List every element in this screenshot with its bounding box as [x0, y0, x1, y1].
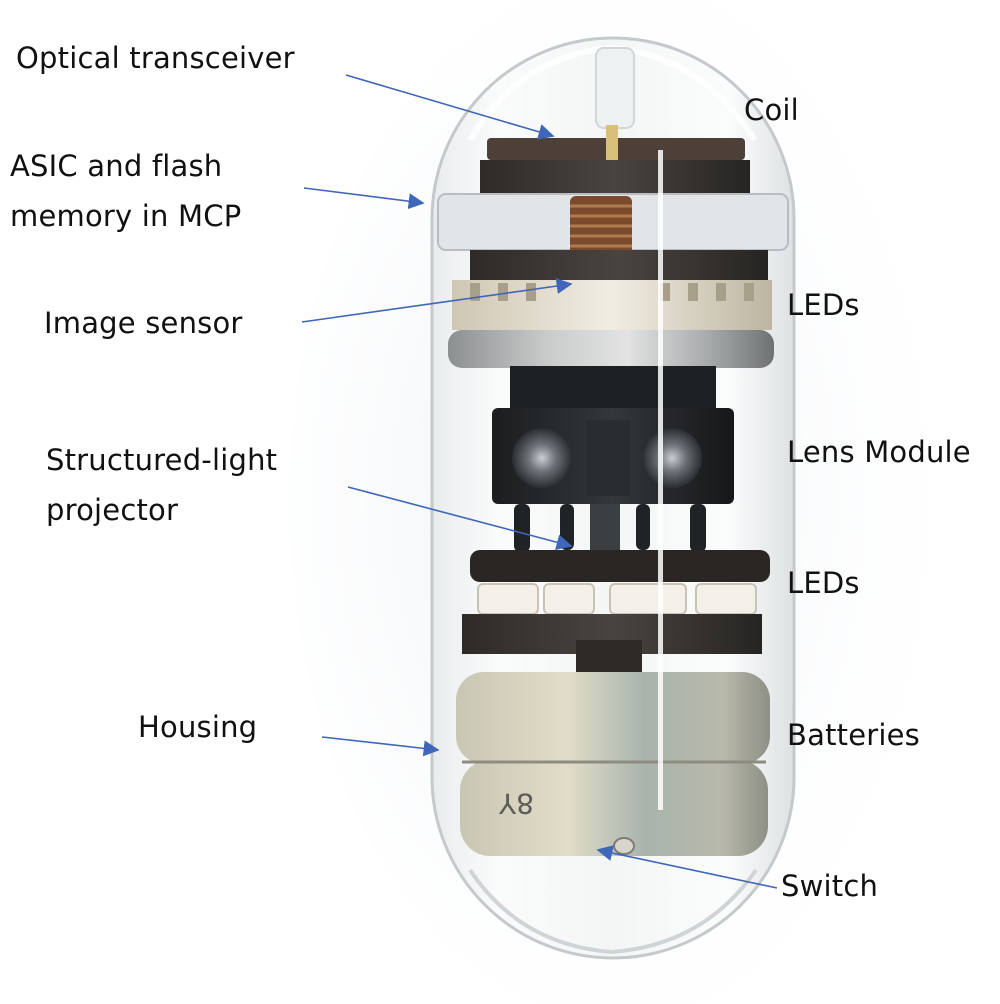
label-asic-line1: ASIC and flash: [10, 149, 223, 183]
label-asic-line2: memory in MCP: [10, 199, 242, 233]
label-optical-transceiver: Optical transceiver: [16, 41, 295, 75]
label-lens-module: Lens Module: [787, 435, 971, 469]
copper-coil: [570, 196, 632, 266]
label-image-sensor: Image sensor: [44, 306, 243, 340]
lens-left: [512, 428, 572, 488]
label-housing: Housing: [138, 710, 258, 744]
transceiver-chip: [606, 125, 618, 163]
label-leds-lower: LEDs: [787, 566, 860, 600]
bottom-dome: [468, 868, 758, 955]
lens-center-block: [586, 420, 630, 496]
battery-marking: 8Y: [498, 787, 534, 820]
lens-right: [642, 428, 702, 488]
label-batteries: Batteries: [787, 718, 920, 752]
label-switch: Switch: [781, 869, 879, 903]
battery-top: [456, 672, 770, 764]
label-projector-line2: projector: [46, 493, 179, 527]
optical-window: [595, 47, 635, 129]
lower-led-board: [470, 550, 770, 582]
top-stack: [480, 160, 750, 194]
mcp-board: [470, 250, 768, 280]
lens-module-body: [510, 366, 716, 412]
label-leds-upper: LEDs: [787, 288, 860, 322]
light-streak: [658, 150, 663, 810]
label-projector-line1: Structured-light: [46, 443, 278, 477]
metal-collar: [448, 330, 774, 368]
battery-bottom: [460, 760, 768, 856]
lower-leds: [477, 583, 757, 615]
switch-contact: [613, 837, 635, 855]
label-coil: Coil: [744, 93, 799, 127]
